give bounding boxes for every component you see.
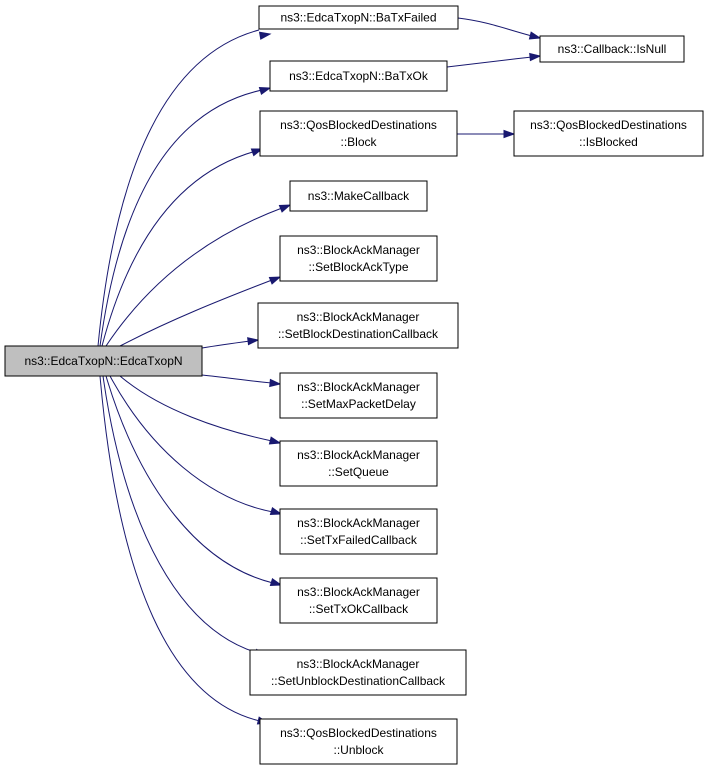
- node-label: ::SetMaxPacketDelay: [301, 397, 416, 411]
- node-box: [289, 180, 428, 212]
- node-set-tx-ok-callback[interactable]: ns3::BlockAckManager::SetTxOkCallback: [279, 577, 438, 624]
- node-label: ::SetBlockAckType: [308, 260, 408, 274]
- node-label: ns3::EdcaTxopN::EdcaTxopN: [24, 354, 182, 368]
- node-box: [269, 60, 448, 92]
- node-label: ::SetTxOkCallback: [309, 602, 409, 616]
- node-label: ns3::MakeCallback: [308, 189, 410, 203]
- node-make-callback[interactable]: ns3::MakeCallback: [289, 180, 428, 212]
- node-label: ::SetBlockDestinationCallback: [278, 327, 439, 341]
- node-callback-is-null[interactable]: ns3::Callback::IsNull: [539, 35, 685, 63]
- node-set-unblock-destination-callback[interactable]: ns3::BlockAckManager::SetUnblockDestinat…: [249, 649, 467, 696]
- edge-qos-block-is-blocked: [457, 129, 516, 139]
- node-ba-tx-ok[interactable]: ns3::EdcaTxopN::BaTxOk: [269, 60, 448, 92]
- node-box: [259, 718, 458, 765]
- node-label: ::IsBlocked: [579, 135, 638, 149]
- edge-root-set-tx-failed-callback: [109, 375, 283, 516]
- edge-line: [201, 340, 251, 349]
- edge-line: [119, 375, 273, 442]
- node-box: [279, 235, 438, 282]
- edge-line: [105, 375, 274, 584]
- node-label: ::Unblock: [333, 743, 384, 757]
- node-qos-is-blocked[interactable]: ns3::QosBlockedDestinations::IsBlocked: [513, 110, 704, 157]
- arrowhead: [269, 378, 282, 388]
- edge-line: [446, 56, 533, 68]
- edge-root-ba-tx-ok: [99, 86, 272, 347]
- edge-root-make-callback: [105, 204, 292, 347]
- node-box: [279, 508, 438, 555]
- node-qos-block[interactable]: ns3::QosBlockedDestinations::Block: [259, 110, 458, 157]
- edge-line: [457, 17, 533, 37]
- node-label: ::SetTxFailedCallback: [300, 533, 418, 547]
- edge-root-set-tx-ok-callback: [105, 375, 283, 587]
- node-box: [279, 372, 438, 419]
- node-box: [257, 302, 459, 349]
- node-label: ns3::BlockAckManager: [297, 243, 420, 257]
- node-box: [259, 110, 458, 157]
- node-qos-unblock[interactable]: ns3::QosBlockedDestinations::Unblock: [259, 718, 458, 765]
- node-label: ns3::BlockAckManager: [297, 657, 420, 671]
- edge-root-set-unblock-destination-callback: [102, 375, 267, 657]
- node-label: ::SetQueue: [328, 465, 389, 479]
- node-label: ns3::EdcaTxopN::BaTxFailed: [280, 11, 436, 25]
- node-label: ns3::BlockAckManager: [297, 448, 420, 462]
- node-label: ns3::Callback::IsNull: [558, 42, 667, 56]
- node-label: ns3::QosBlockedDestinations: [280, 118, 437, 132]
- arrowhead: [528, 31, 542, 40]
- node-box: [249, 649, 467, 696]
- edge-line: [99, 89, 263, 347]
- arrowhead: [529, 52, 542, 62]
- node-set-tx-failed-callback[interactable]: ns3::BlockAckManager::SetTxFailedCallbac…: [279, 508, 438, 555]
- node-label: ns3::BlockAckManager: [297, 310, 420, 324]
- arrowhead: [247, 337, 260, 346]
- node-label: ::SetUnblockDestinationCallback: [271, 674, 446, 688]
- node-set-max-packet-delay[interactable]: ns3::BlockAckManager::SetMaxPacketDelay: [279, 372, 438, 419]
- edge-root-set-max-packet-delay: [201, 374, 282, 388]
- node-box: [4, 345, 203, 377]
- edge-line: [109, 375, 274, 513]
- arrowhead: [278, 204, 292, 213]
- node-box: [279, 577, 438, 624]
- node-set-block-destination-callback[interactable]: ns3::BlockAckManager::SetBlockDestinatio…: [257, 302, 459, 349]
- edge-root-set-queue: [119, 375, 282, 445]
- node-label: ns3::BlockAckManager: [297, 585, 420, 599]
- node-box: [279, 440, 438, 487]
- arrowhead: [269, 577, 283, 587]
- node-root[interactable]: ns3::EdcaTxopN::EdcaTxopN: [4, 345, 203, 377]
- arrowhead: [503, 129, 516, 139]
- node-label: ns3::BlockAckManager: [297, 516, 420, 530]
- arrowhead: [268, 276, 282, 285]
- node-set-block-ack-type[interactable]: ns3::BlockAckManager::SetBlockAckType: [279, 235, 438, 282]
- edge-root-set-block-destination-callback: [201, 337, 260, 349]
- edge-root-qos-block: [101, 148, 264, 347]
- node-box: [513, 110, 704, 157]
- node-label: ns3::QosBlockedDestinations: [280, 726, 437, 740]
- node-label: ns3::BlockAckManager: [297, 380, 420, 394]
- edge-line: [105, 207, 283, 347]
- edge-line: [99, 375, 261, 722]
- edge-root-qos-unblock: [99, 375, 270, 725]
- edge-root-set-block-ack-type: [119, 276, 282, 347]
- node-label: ns3::EdcaTxopN::BaTxOk: [289, 69, 429, 83]
- node-box: [539, 35, 685, 63]
- arrowhead: [268, 436, 282, 445]
- nodes-layer: ns3::EdcaTxopN::EdcaTxopN ns3::EdcaTxopN:…: [4, 5, 704, 765]
- edge-line: [119, 279, 273, 347]
- node-set-queue[interactable]: ns3::BlockAckManager::SetQueue: [279, 440, 438, 487]
- arrowhead: [250, 148, 264, 157]
- node-label: ::Block: [340, 135, 377, 149]
- edge-line: [201, 374, 273, 384]
- edge-line: [101, 149, 261, 347]
- node-ba-tx-failed[interactable]: ns3::EdcaTxopN::BaTxFailed: [258, 5, 459, 30]
- edge-ba-tx-failed-is-null: [457, 17, 542, 40]
- node-label: ns3::QosBlockedDestinations: [530, 118, 687, 132]
- edge-line: [102, 375, 259, 654]
- edge-ba-tx-ok-is-null: [446, 52, 542, 68]
- arrowhead: [258, 31, 272, 40]
- arrowhead: [258, 86, 272, 96]
- node-box: [258, 5, 459, 30]
- edge-root-ba-tx-failed: [97, 29, 272, 347]
- edge-line: [97, 29, 260, 347]
- arrowhead: [269, 506, 283, 516]
